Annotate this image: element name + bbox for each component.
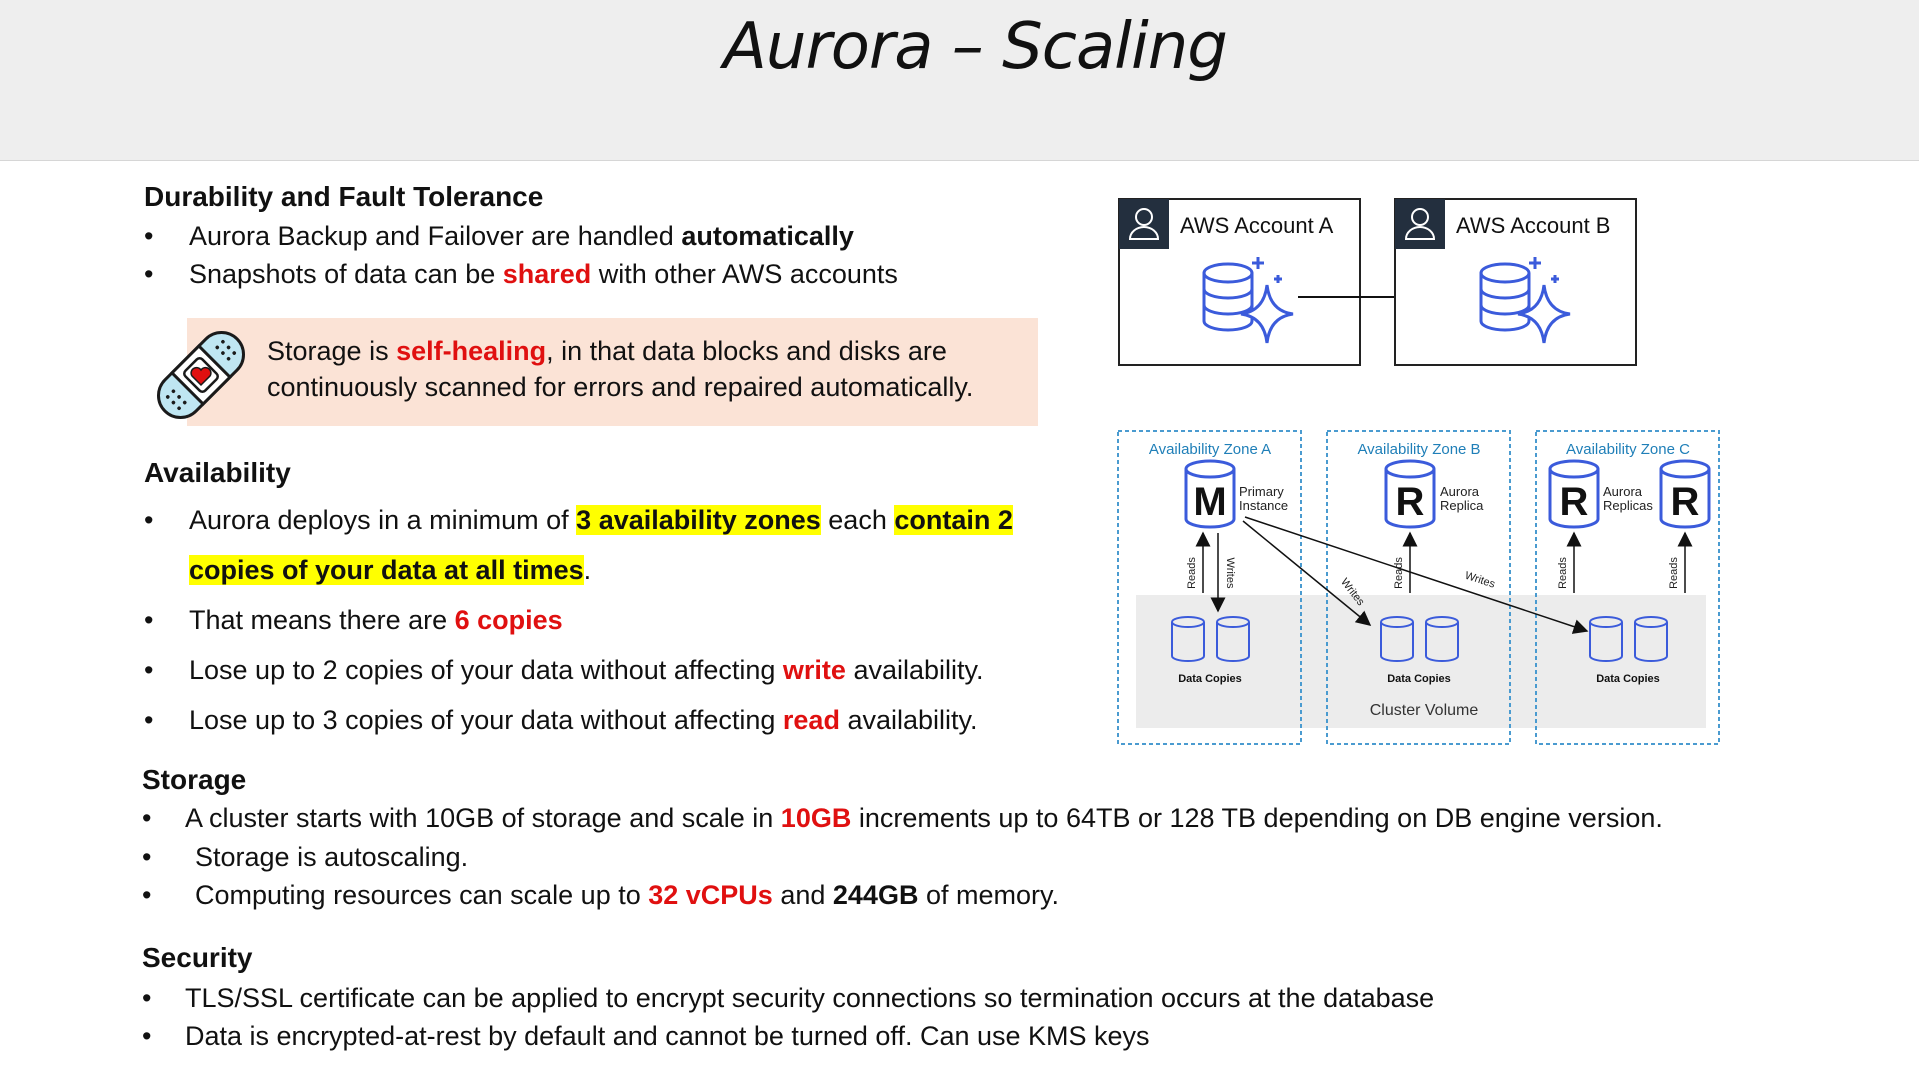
instance-letter: R [1560,480,1589,524]
durability-heading: Durability and Fault Tolerance [144,181,544,212]
zone-c-label: Availability Zone C [1566,441,1690,458]
instance-letter: M [1193,480,1226,524]
replica-b-icon [1384,459,1436,529]
self-healing-callout: Storage is self-healing, in that data bl… [187,318,1038,426]
database-cylinder-icon [1171,616,1205,662]
page-title: Aurora – Scaling [723,10,1228,84]
slide-header: Aurora – Scaling [0,0,1919,161]
database-cylinder-icon [1634,616,1668,662]
reads-label: Reads [1557,557,1569,589]
replica-c2-icon [1659,459,1711,529]
zone-a-box [1117,430,1302,745]
primary-instance-icon [1184,459,1236,529]
role-label: Aurora [1603,484,1643,499]
security-heading: Security [142,942,253,973]
user-icon [1395,199,1445,249]
zone-b-box [1326,430,1511,745]
instance-letter: R [1396,480,1425,524]
role-label: Replicas [1603,498,1653,513]
database-sparkle-icon [1479,257,1571,344]
aws-account-b: AWS Account B [1394,198,1637,366]
database-cylinder-icon [1216,616,1250,662]
role-label: Instance [1239,498,1288,513]
database-cylinder-icon [1425,616,1459,662]
availability-heading: Availability [144,457,291,488]
role-label: Replica [1440,498,1484,513]
replica-c1-icon [1548,459,1600,529]
cluster-volume-label: Cluster Volume [1370,702,1479,719]
aurora-architecture-diagram: AWS Account A AWS Account B [1117,198,1720,745]
reads-label: Reads [1186,557,1198,589]
callout-line-1: Storage is self-healing, in that data bl… [267,336,947,366]
bandage-icon [156,330,246,420]
callout-line-2: continuously scanned for errors and repa… [267,372,974,402]
zone-a-label: Availability Zone A [1149,441,1271,458]
zone-b-label: Availability Zone B [1357,441,1480,458]
database-sparkle-icon [1202,257,1294,344]
writes-label: Writes [1224,558,1236,589]
zone-c-box [1535,430,1720,745]
aws-account-a: AWS Account A [1118,198,1361,366]
database-cylinder-icon [1589,616,1623,662]
reads-label: Reads [1393,557,1405,589]
instance-letter: R [1671,480,1700,524]
data-copies-label: Data Copies [1178,673,1242,685]
storage-heading: Storage [142,764,247,795]
role-label: Primary [1239,484,1284,499]
writes-label: Writes [1463,570,1497,591]
data-copies-label: Data Copies [1387,673,1451,685]
user-icon [1119,199,1169,249]
account-a-label: AWS Account A [1180,213,1334,238]
account-b-label: AWS Account B [1456,213,1610,238]
data-copies-label: Data Copies [1596,673,1660,685]
role-label: Aurora [1440,484,1480,499]
database-cylinder-icon [1380,616,1414,662]
reads-label: Reads [1668,557,1680,589]
